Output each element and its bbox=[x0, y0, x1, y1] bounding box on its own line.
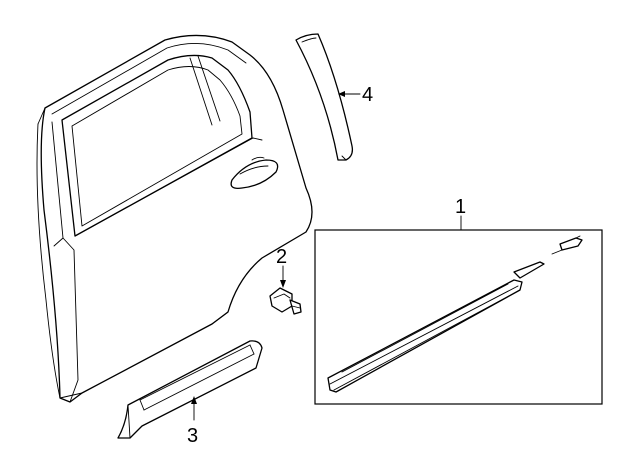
belt-weatherstrip-molding bbox=[327, 261, 545, 393]
callout-4-leader bbox=[338, 91, 361, 97]
rear-door-shell bbox=[36, 34, 313, 403]
body-side-clip bbox=[269, 287, 302, 315]
retaining-clip-small bbox=[551, 235, 583, 255]
callout-2-label: 2 bbox=[276, 246, 287, 268]
callout-2-leader bbox=[280, 265, 286, 288]
callout-3-leader bbox=[191, 396, 197, 421]
lower-door-molding bbox=[117, 340, 263, 439]
detail-box bbox=[314, 229, 603, 405]
callout-3-label: 3 bbox=[187, 425, 198, 447]
window-frame-applique bbox=[295, 33, 354, 161]
callout-1-label: 1 bbox=[455, 196, 466, 218]
callout-4-label: 4 bbox=[362, 84, 373, 106]
